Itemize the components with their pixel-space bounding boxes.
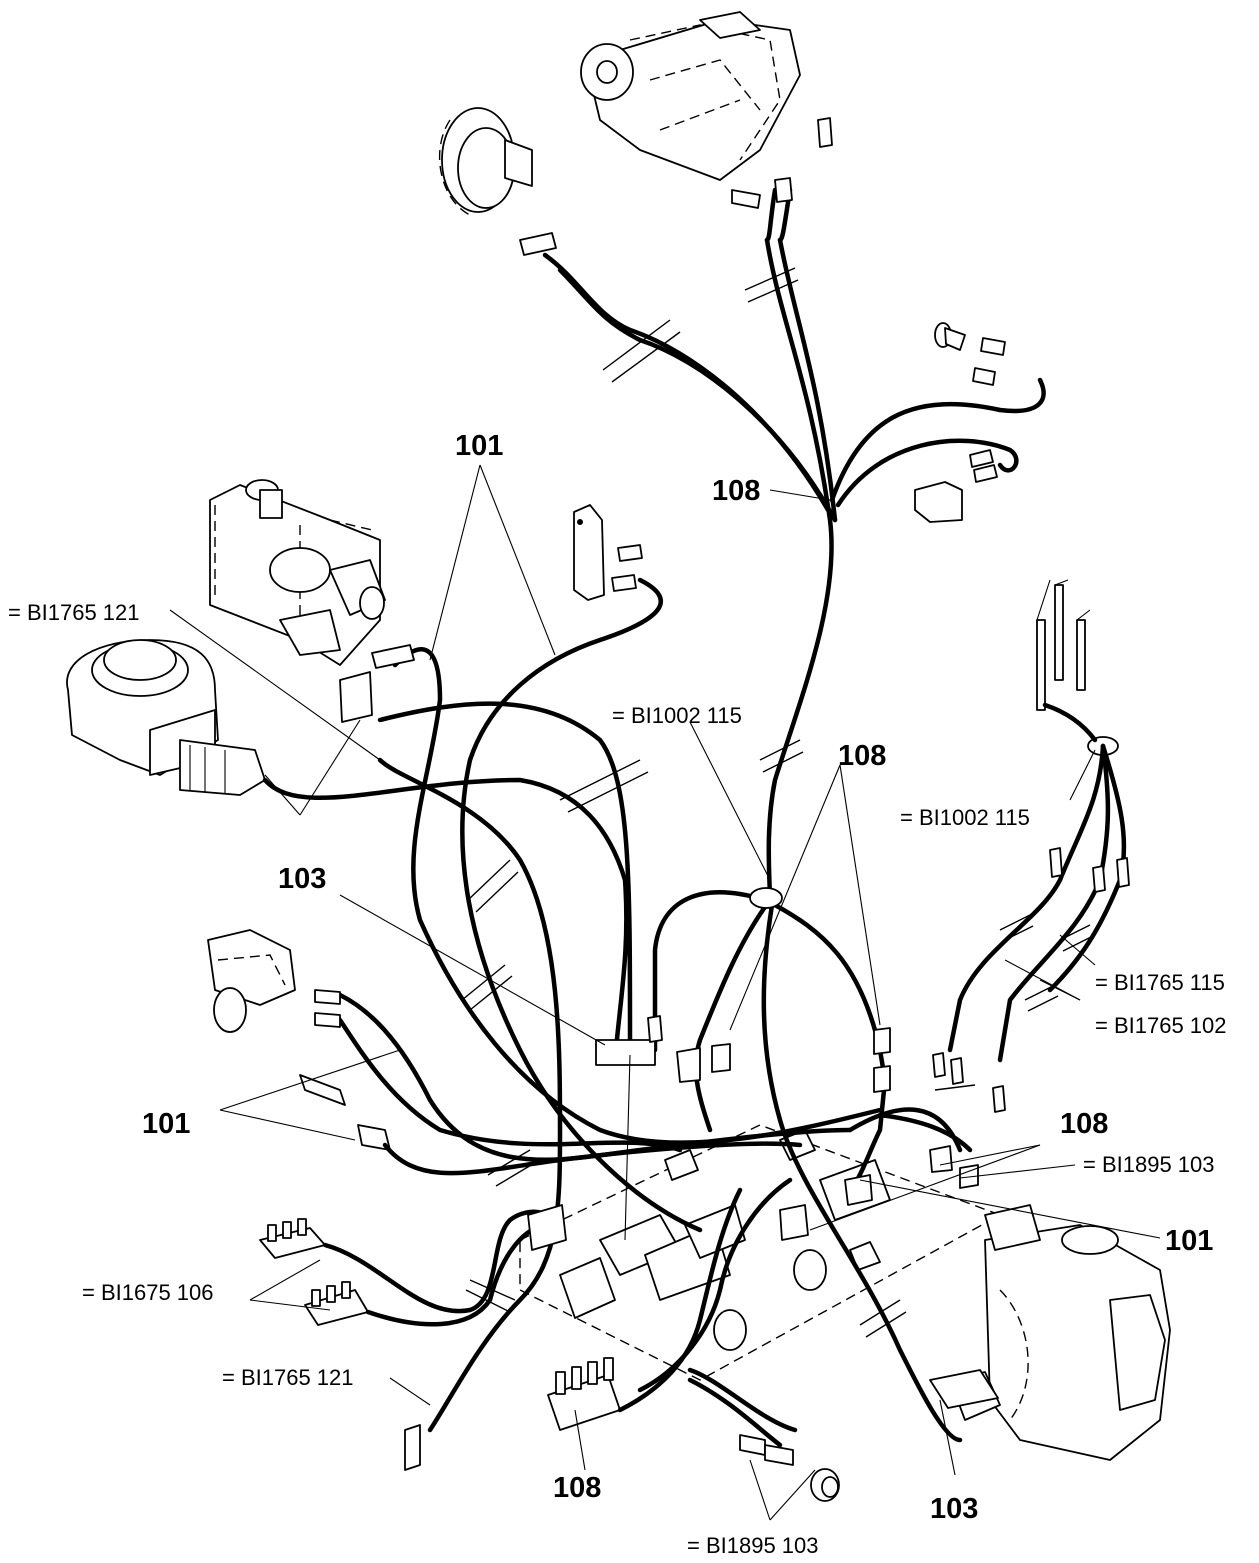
fan-assembly-top (580, 11, 801, 181)
ref-bl1765-102: = BI1765 102 (1095, 1013, 1227, 1038)
ref-bl1675-106: = BI1675 106 (82, 1280, 214, 1305)
pcb-board (519, 1124, 1002, 1381)
leader-lines (169, 464, 1161, 1521)
ref-bl1765-115: = BI1765 115 (1095, 970, 1225, 995)
callout-103-left: 103 (278, 863, 326, 895)
callout-101-right: 101 (1165, 1225, 1213, 1257)
wire-harness (262, 187, 1127, 1448)
terminal-block-bottom (547, 1357, 621, 1431)
ntc-sensor-left (299, 1074, 391, 1151)
flame-sensor-top-right (914, 322, 966, 523)
circulation-pump (949, 1204, 1171, 1461)
connectors (314, 117, 1130, 1471)
callout-108-right: 108 (838, 740, 886, 772)
overheat-thermostat (810, 1468, 840, 1502)
ref-bl1765-121-top: = BI1765 121 (8, 600, 140, 625)
ref-bl1895-103-bottom: = BI1895 103 (687, 1533, 819, 1558)
ref-bl1895-103-right: = BI1895 103 (1083, 1152, 1215, 1177)
callout-101-top: 101 (455, 430, 503, 462)
callout-101-left: 101 (142, 1108, 190, 1140)
gas-valve (209, 479, 386, 666)
callout-108-mid: 108 (712, 475, 760, 507)
air-pressure-switch (438, 107, 533, 216)
pump-motor-left (66, 639, 266, 796)
terminal-block-lower (304, 1281, 369, 1326)
terminal-block-upper (259, 1218, 326, 1259)
connector-bracket (573, 504, 605, 601)
break-marks (461, 267, 1094, 1338)
water-pressure-sensor (207, 929, 296, 1033)
callout-108-bottom: 108 (553, 1472, 601, 1504)
callout-103-bottom: 103 (930, 1493, 978, 1525)
ref-bl1002-115-right: = BI1002 115 (900, 805, 1030, 830)
ref-bl1765-121-bottom: = BI1765 121 (222, 1365, 354, 1390)
ref-bl1002-115-center: = BI1002 115 (612, 703, 742, 728)
callout-108-pcb: 108 (1060, 1108, 1108, 1140)
ignition-electrodes (1036, 579, 1119, 756)
